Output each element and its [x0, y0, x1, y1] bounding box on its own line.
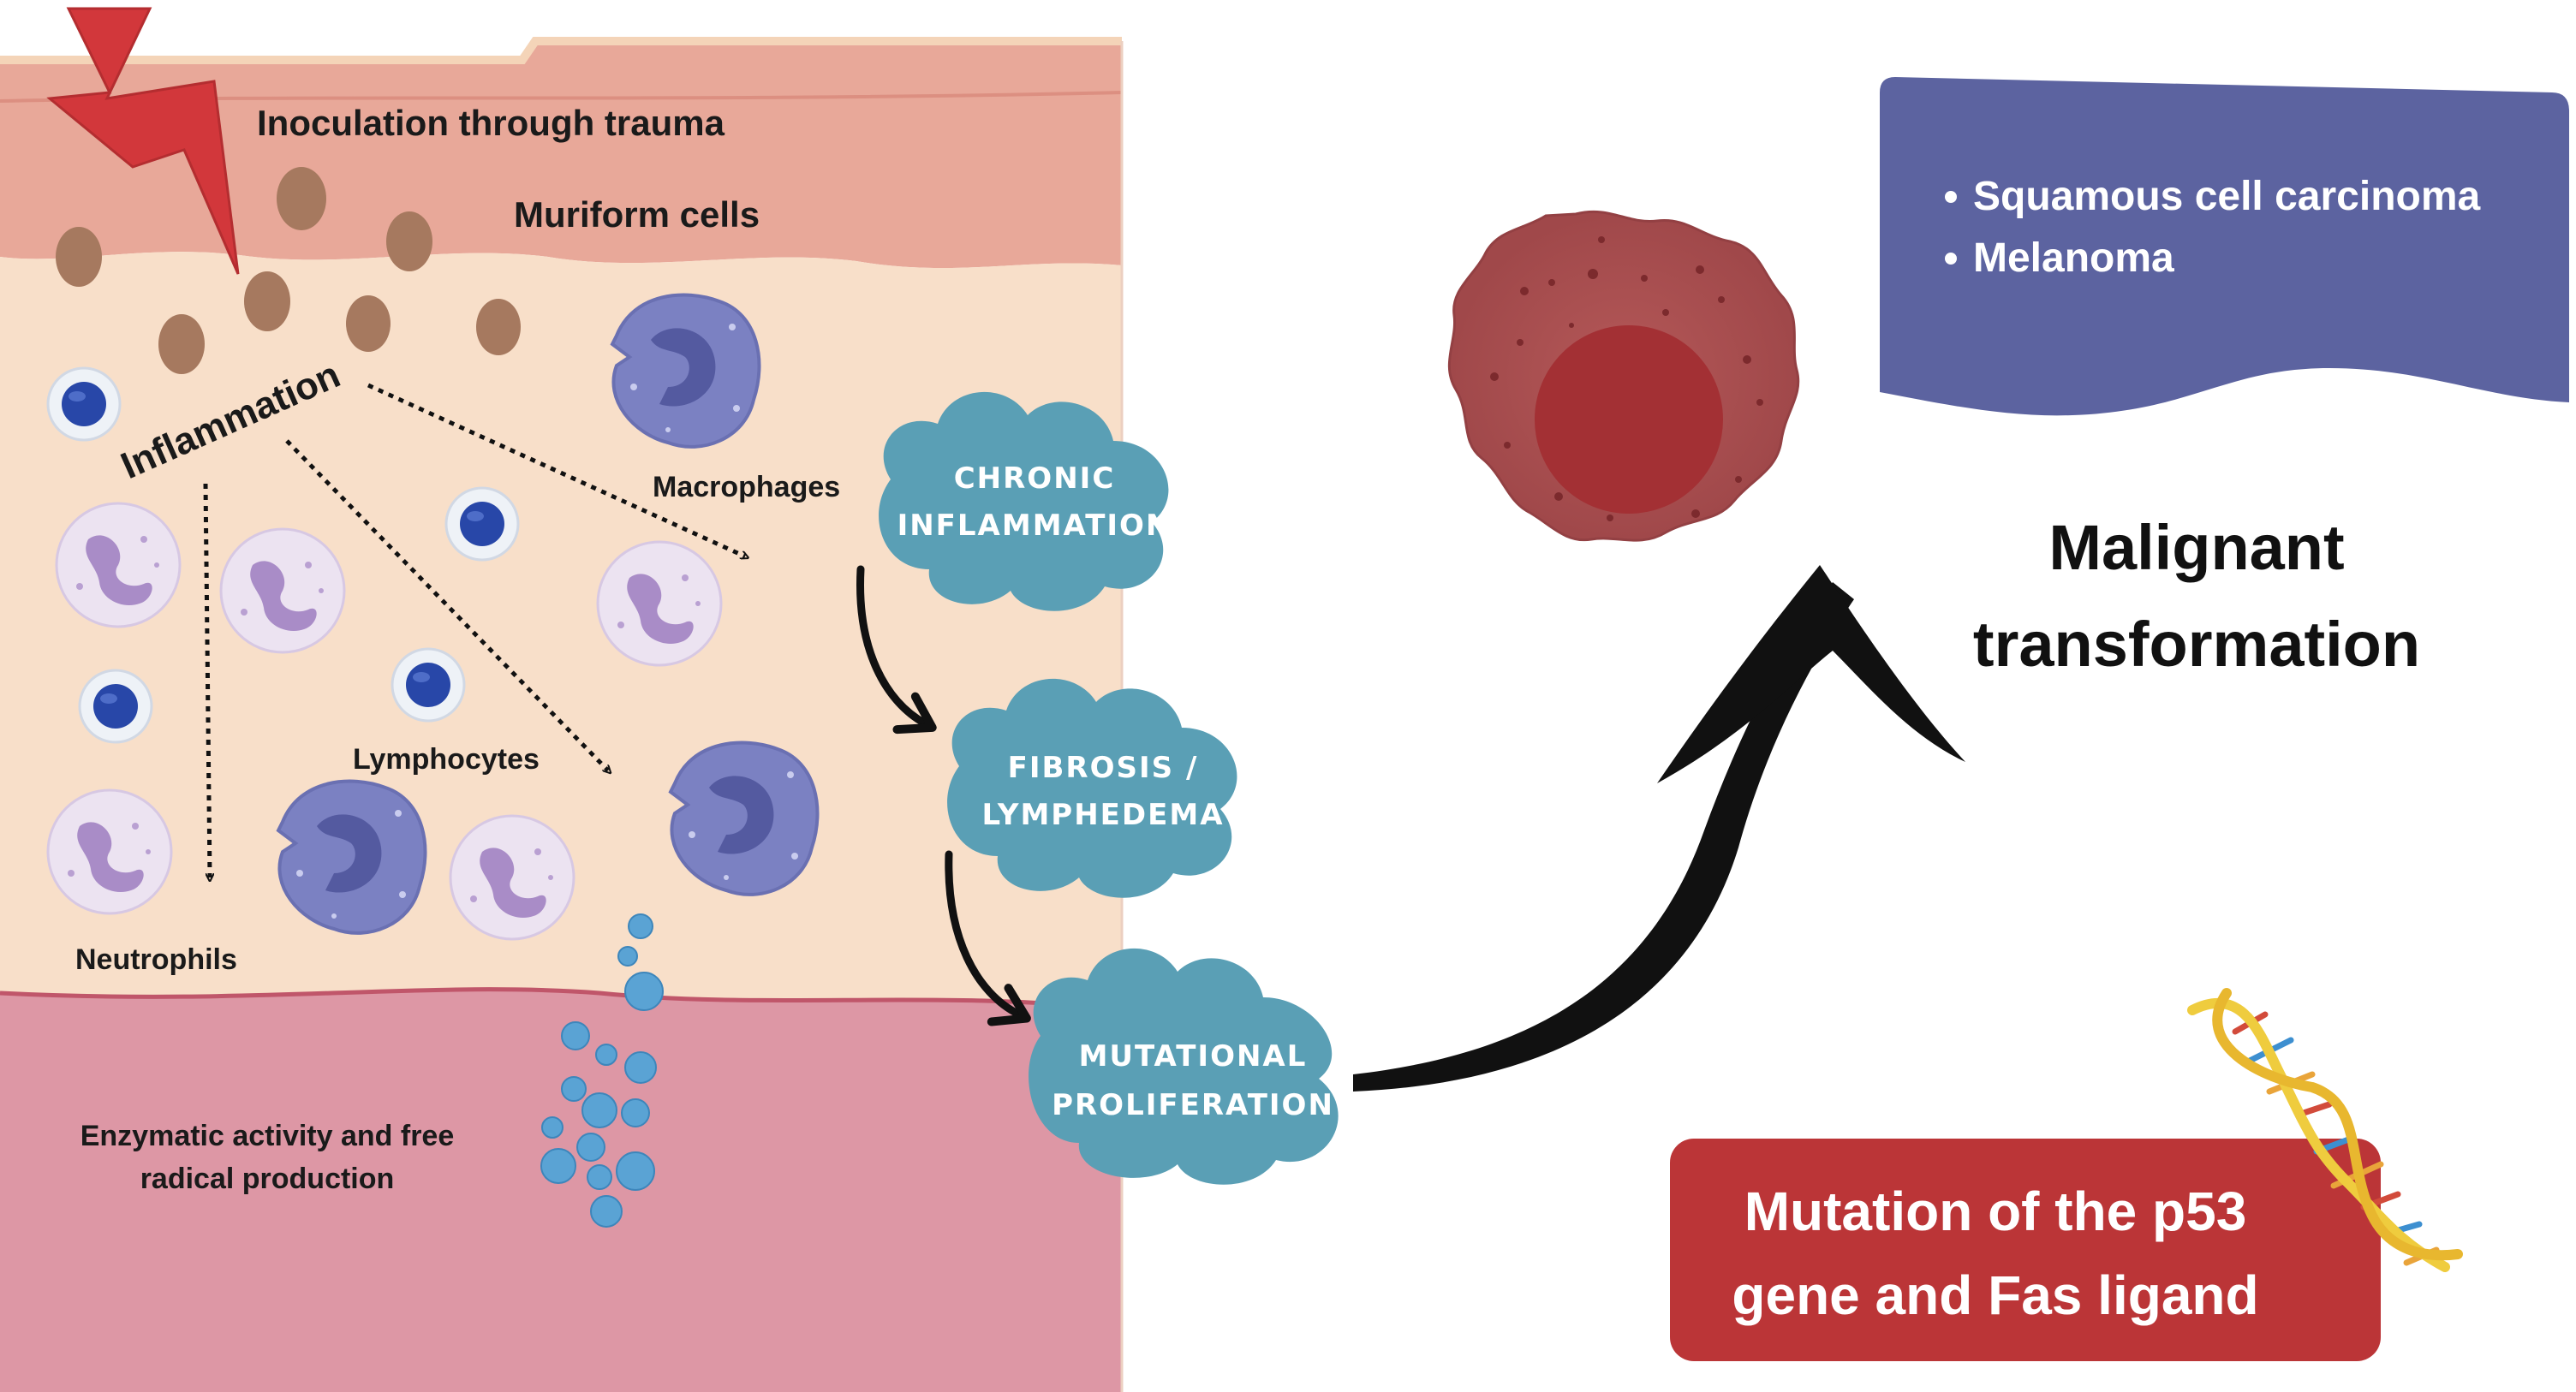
mutation-box: Mutation of the p53 gene and Fas ligand — [1670, 1139, 2381, 1361]
epidermis-top-line — [0, 37, 1122, 64]
subcutis-layer — [0, 989, 1122, 1392]
dna-helix-icon — [2187, 988, 2463, 1272]
carcinoma-box: Squamous cell carcinoma Melanoma — [1880, 77, 2569, 416]
mutation-line1: Mutation of the p53 — [1744, 1181, 2247, 1242]
neutrophil-cells — [46, 502, 723, 941]
malignant-title-line1: Malignant — [2048, 512, 2344, 583]
macrophage-cells — [276, 293, 820, 935]
lymphocytes-label: Lymphocytes — [353, 743, 540, 776]
tumor-cell-icon — [1447, 210, 1800, 542]
inoculation-label: Inoculation through trauma — [257, 103, 725, 143]
free-radical-bubbles — [540, 913, 664, 1228]
cloud-fibrosis-line2: LYMPHEDEMA — [981, 798, 1224, 832]
lymphocyte-cells — [46, 366, 520, 744]
carcinoma-item-2: Melanoma — [1973, 235, 2174, 281]
muriform-label: Muriform cells — [514, 194, 760, 235]
carcinoma-item-1: Squamous cell carcinoma — [1973, 174, 2481, 219]
neutrophils-label: Neutrophils — [75, 943, 237, 976]
cloud-mutational-line1: MUTATIONAL — [1079, 1039, 1308, 1074]
macrophages-label: Macrophages — [653, 471, 840, 503]
enzymatic-label-line1: Enzymatic activity and free — [80, 1120, 455, 1152]
dermis-layer — [0, 252, 1122, 1010]
cloud-fibrosis-lymphedema: FIBROSIS / LYMPHEDEMA — [947, 678, 1237, 898]
cloud-chronic-line1: CHRONIC — [954, 461, 1116, 496]
malignant-arrow — [1353, 565, 1965, 1092]
cloud-fibrosis-line1: FIBROSIS / — [1008, 751, 1199, 785]
inflammation-arrows — [203, 383, 745, 877]
lightning-icon — [46, 7, 240, 275]
cloud-mutational-proliferation: MUTATIONAL PROLIFERATION — [1029, 948, 1339, 1185]
enzymatic-label-line2: radical production — [140, 1163, 395, 1195]
cloud-chronic-inflammation: CHRONIC INFLAMMATION — [879, 391, 1172, 611]
malignant-title-line2: transformation — [1973, 609, 2420, 680]
cloud-mutational-line2: PROLIFERATION — [1052, 1088, 1334, 1122]
mutation-line2: gene and Fas ligand — [1732, 1264, 2258, 1326]
cloud-chronic-line2: INFLAMMATION — [897, 509, 1172, 543]
muriform-cells — [56, 167, 521, 374]
flow-arrows — [856, 565, 1031, 1026]
